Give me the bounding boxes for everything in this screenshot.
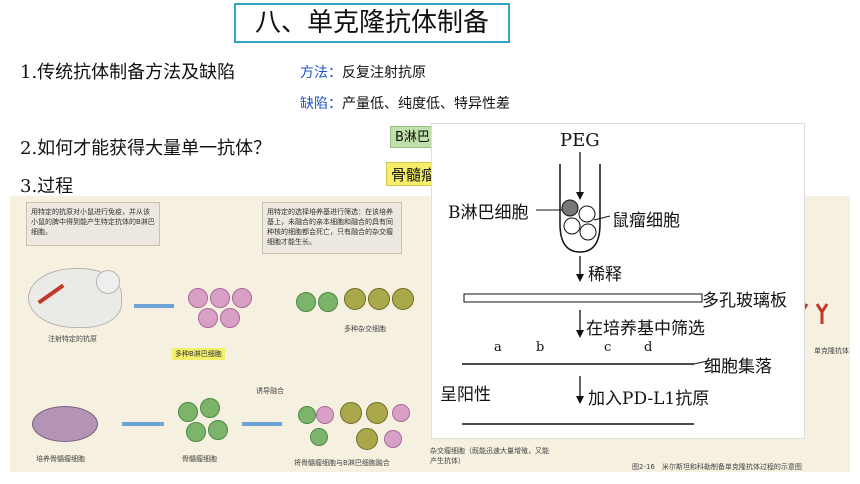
defect-line: 缺陷：产量低、纯度低、特异性差 bbox=[300, 93, 510, 113]
diagram-myeloma: 鼠瘤细胞 bbox=[612, 211, 680, 231]
label-antibody: 单克隆抗体 bbox=[814, 347, 849, 355]
label-hybrid: 多种杂交细胞 bbox=[344, 325, 386, 333]
fusion-cell bbox=[310, 428, 328, 446]
question-2: 2.如何才能获得大量单一抗体？ bbox=[20, 138, 272, 159]
method-label: 方法： bbox=[300, 65, 342, 81]
well-label-a: a bbox=[494, 340, 502, 355]
hybrid-cell bbox=[392, 288, 414, 310]
fusion-cell bbox=[356, 428, 378, 450]
fusion-cell bbox=[366, 402, 388, 424]
hybridoma-diagram: PEG B淋巴细胞 鼠瘤细胞 稀释 多孔玻璃板 在培养基中筛选 a b c d … bbox=[432, 124, 804, 438]
defect-text: 产量低、纯度低、特异性差 bbox=[342, 96, 510, 112]
fusion-cell bbox=[384, 430, 402, 448]
well-label-d: d bbox=[644, 340, 653, 355]
figure-caption: 图2-16 米尔斯坦和科勒制备单克隆抗体过程的示意图 bbox=[632, 463, 802, 471]
fusion-cell bbox=[340, 402, 362, 424]
myeloma-cell bbox=[186, 422, 206, 442]
label-induce: 诱导融合 bbox=[256, 387, 284, 395]
b-cell bbox=[210, 288, 230, 308]
hybrid-cell bbox=[344, 288, 366, 310]
note-immunize: 用特定的抗原对小鼠进行免疫，并从该小鼠的脾中得到能产生特定抗体的B淋巴细胞。 bbox=[26, 202, 160, 246]
tag-myeloma: 骨髓瘤 bbox=[386, 162, 446, 186]
question-3: 3.过程 bbox=[20, 176, 74, 197]
diagram-colony: 细胞集落 bbox=[704, 357, 772, 377]
diagram-add-antigen: 加入PD-L1抗原 bbox=[588, 389, 710, 409]
diagram-peg: PEG bbox=[560, 130, 600, 151]
myeloma-cell bbox=[178, 402, 198, 422]
method-line: 方法：反复注射抗原 bbox=[300, 62, 426, 82]
label-b-cells: 多种B淋巴细胞 bbox=[172, 348, 225, 360]
slide-title: 八、单克隆抗体制备 bbox=[234, 3, 510, 43]
arrow-1 bbox=[134, 304, 174, 308]
hybrid-cell bbox=[318, 292, 338, 312]
fusion-cell bbox=[392, 404, 410, 422]
fusion-cell bbox=[316, 406, 334, 424]
b-cell bbox=[232, 288, 252, 308]
label-culture: 培养骨髓瘤细胞 bbox=[36, 455, 85, 463]
arrow-2 bbox=[122, 422, 164, 426]
hybrid-cell bbox=[368, 288, 390, 310]
label-inject: 注射特定的抗原 bbox=[48, 335, 97, 343]
diagram-b-cell: B淋巴细胞 bbox=[448, 203, 529, 223]
question-1: 1.传统抗体制备方法及缺陷 bbox=[20, 62, 236, 83]
fusion-cell bbox=[298, 406, 316, 424]
defect-label: 缺陷： bbox=[300, 96, 342, 112]
label-bottom: 杂交瘤细胞（既能迅速大量增殖，又能产生抗体） bbox=[430, 447, 549, 465]
myeloma-cell bbox=[208, 420, 228, 440]
note-screen: 用特定的选择培养基进行筛选：在该培养基上，未融合的亲本细胞和融合的具有同种核的细… bbox=[262, 202, 402, 254]
mouse-head bbox=[96, 270, 120, 294]
arrow-3 bbox=[242, 422, 282, 426]
myeloma-cell bbox=[200, 398, 220, 418]
well-label-b: b bbox=[536, 340, 545, 355]
b-cell bbox=[220, 308, 240, 328]
diagram-plate: 多孔玻璃板 bbox=[702, 291, 787, 311]
b-cell bbox=[198, 308, 218, 328]
label-myeloma: 骨髓瘤细胞 bbox=[182, 455, 217, 463]
culture-dish bbox=[32, 406, 98, 442]
label-mix: 将骨髓瘤细胞与B淋巴细胞融合 bbox=[294, 459, 390, 467]
b-cell bbox=[188, 288, 208, 308]
well-label-c: c bbox=[604, 340, 612, 355]
diagram-screen: 在培养基中筛选 bbox=[586, 319, 705, 339]
method-text: 反复注射抗原 bbox=[342, 65, 426, 81]
diagram-dilute: 稀释 bbox=[588, 265, 622, 285]
diagram-lines bbox=[462, 152, 713, 425]
hybrid-cell bbox=[296, 292, 316, 312]
diagram-positive: 呈阳性 bbox=[440, 385, 491, 405]
